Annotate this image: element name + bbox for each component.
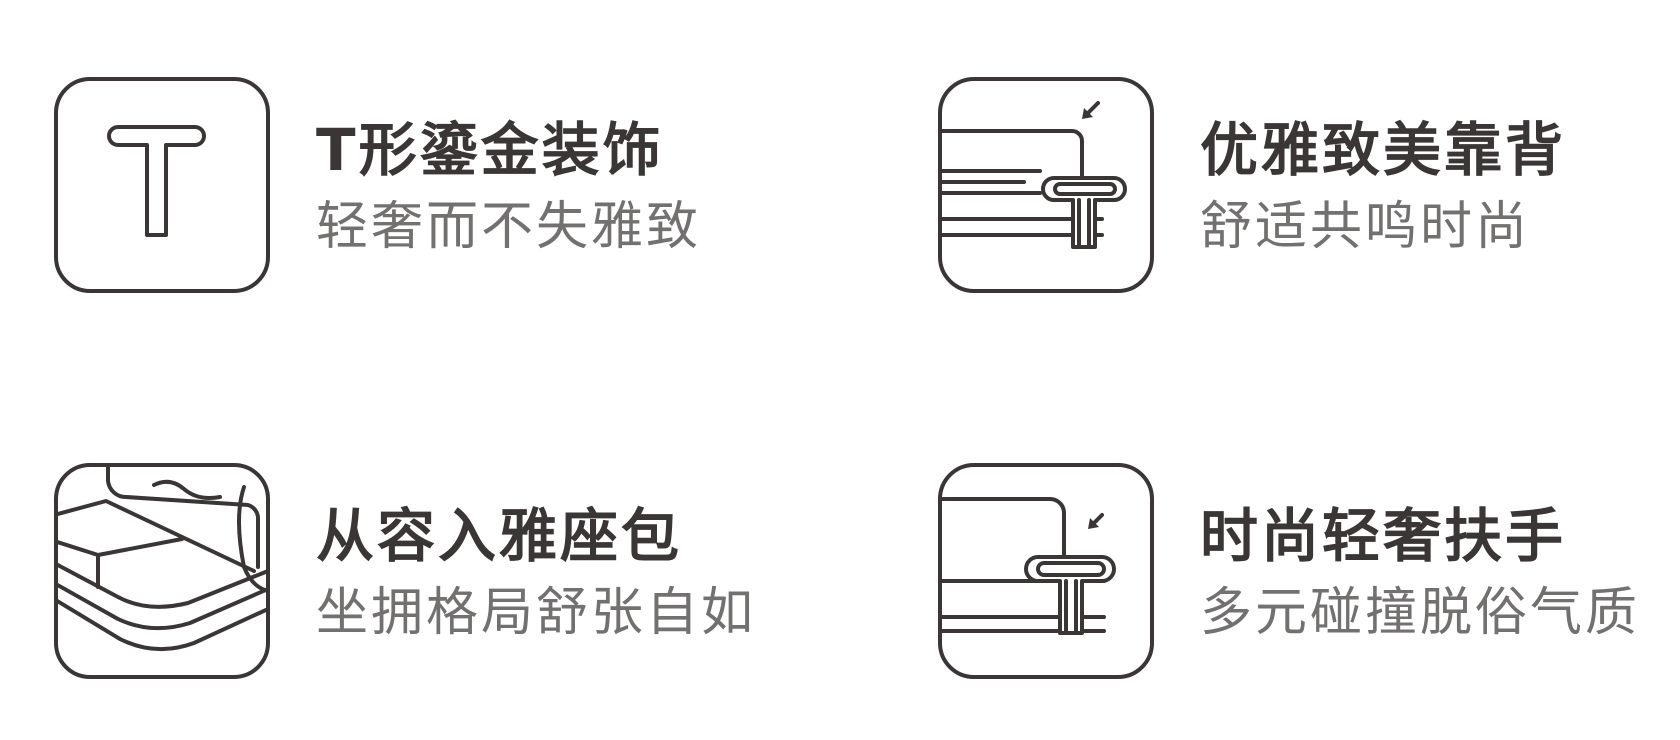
feature-subtitle: 坐拥格局舒张自如 [316,583,757,643]
sofa-seat-cushion-icon [54,463,270,679]
feature-t-gilded-decoration: T形鎏金装饰 轻奢而不失雅致 [54,77,814,297]
feature-elegant-backrest: 优雅致美靠背 舒适共鸣时尚 [938,77,1680,297]
sofa-seat-cushion-icon-graphic [58,467,266,652]
feature-title: 从容入雅座包 [316,502,683,570]
feature-subtitle: 轻奢而不失雅致 [316,197,702,257]
feature-title: 优雅致美靠背 [1200,116,1567,184]
feature-subtitle: 舒适共鸣时尚 [1200,197,1531,257]
sofa-armrest-icon-graphic [942,497,1116,635]
sofa-backrest-icon-graphic [942,101,1127,249]
feature-fashion-armrest: 时尚轻奢扶手 多元碰撞脱俗气质 [938,463,1680,683]
sofa-armrest-icon [938,463,1154,679]
t-shape-icon [54,77,270,293]
feature-title: 时尚轻奢扶手 [1200,502,1567,570]
sofa-backrest-icon [938,77,1154,293]
t-shape-icon-graphic [107,125,206,237]
feature-subtitle: 多元碰撞脱俗气质 [1200,583,1641,643]
feature-seat-cushion: 从容入雅座包 坐拥格局舒张自如 [54,463,814,683]
feature-title: T形鎏金装饰 [316,116,664,184]
